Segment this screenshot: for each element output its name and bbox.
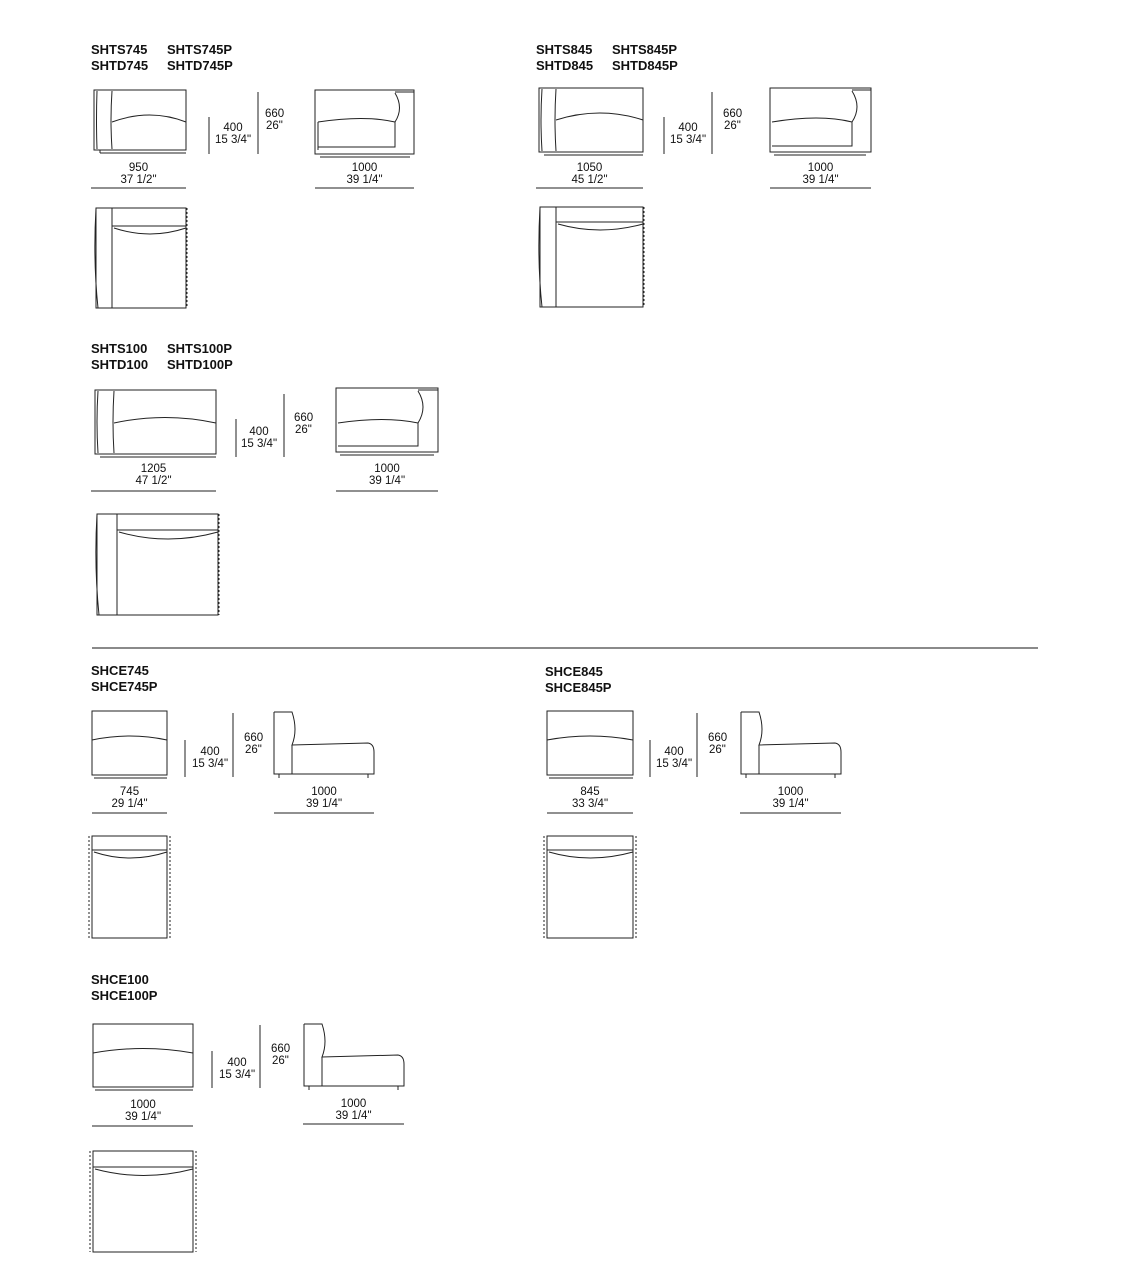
product-code: SHCE100 <box>91 972 149 987</box>
height-mm: 660 <box>294 412 314 424</box>
product-code: SHTS745 <box>91 42 148 57</box>
product-code: SHTS845 <box>536 42 593 57</box>
depth-mm: 1000 <box>340 1098 367 1110</box>
height-in: 26" <box>272 1055 289 1067</box>
depth-mm: 1000 <box>777 786 804 798</box>
seat-mm: 400 <box>249 426 269 438</box>
width-in: 39 1/4" <box>124 1111 162 1123</box>
side-view-drawing <box>273 711 375 778</box>
depth-in: 39 1/4" <box>305 798 343 810</box>
seat-mm: 400 <box>200 746 220 758</box>
seat-mm: 400 <box>678 122 698 134</box>
seat-mm: 400 <box>227 1057 247 1069</box>
height-in: 26" <box>266 120 283 132</box>
seat-mm: 400 <box>664 746 684 758</box>
depth-in: 39 1/4" <box>802 174 839 186</box>
seat-in: 15 3/4" <box>214 134 252 146</box>
front-view-drawing <box>546 710 634 779</box>
product-code: SHTS100P <box>167 341 233 356</box>
width-in: 37 1/2" <box>120 174 157 186</box>
depth-in: 39 1/4" <box>772 798 809 810</box>
side-view-drawing <box>303 1023 405 1090</box>
height-in: 26" <box>709 744 726 756</box>
plan-view-drawing <box>543 835 637 939</box>
height-in: 26" <box>724 120 741 132</box>
width-in: 29 1/4" <box>111 798 148 810</box>
height-mm: 660 <box>244 732 264 744</box>
front-view-drawing <box>93 89 187 154</box>
plan-view-drawing <box>95 513 220 616</box>
plan-view-drawing <box>94 207 188 309</box>
height-mm: 660 <box>265 108 285 120</box>
depth-in: 39 1/4" <box>335 1110 372 1122</box>
side-view-drawing <box>314 89 415 158</box>
width-mm: 950 <box>128 162 149 174</box>
width-in: 47 1/2" <box>135 475 172 487</box>
depth-mm: 1000 <box>807 162 834 174</box>
height-mm: 660 <box>723 108 743 120</box>
width-in: 45 1/2" <box>571 174 608 186</box>
front-view-drawing <box>94 389 217 458</box>
width-mm: 745 <box>119 786 140 798</box>
height-mm: 660 <box>708 732 728 744</box>
side-view-drawing <box>769 87 872 156</box>
product-code: SHTS745P <box>167 42 233 57</box>
width-mm: 1205 <box>140 463 167 475</box>
product-code: SHTD100P <box>167 357 233 372</box>
front-view-drawing <box>91 710 168 779</box>
plan-view-drawing <box>89 1150 197 1253</box>
product-code: SHTS845P <box>612 42 678 57</box>
width-mm: 1000 <box>130 1099 156 1111</box>
depth-mm: 1000 <box>311 786 337 798</box>
height-in: 26" <box>295 424 312 436</box>
seat-mm: 400 <box>223 122 243 134</box>
product-code: SHCE100P <box>91 988 158 1003</box>
height-mm: 660 <box>271 1043 291 1055</box>
side-view-drawing <box>740 711 842 778</box>
front-view-drawing <box>92 1023 194 1091</box>
front-view-drawing <box>538 87 644 156</box>
plan-view-drawing <box>538 206 645 308</box>
product-code: SHTD845P <box>612 58 678 73</box>
depth-mm: 1000 <box>351 162 378 174</box>
product-code: SHCE845P <box>545 680 612 695</box>
product-code: SHTD845 <box>536 58 594 73</box>
seat-in: 15 3/4" <box>669 134 707 146</box>
seat-in: 15 3/4" <box>191 758 229 770</box>
seat-in: 15 3/4" <box>240 438 278 450</box>
width-mm: 1050 <box>576 162 603 174</box>
depth-in: 39 1/4" <box>346 174 383 186</box>
depth-in: 39 1/4" <box>368 475 406 487</box>
height-in: 26" <box>245 744 262 756</box>
plan-view-drawing <box>88 835 171 939</box>
product-code: SHTD100 <box>91 357 149 372</box>
seat-in: 15 3/4" <box>218 1069 256 1081</box>
width-mm: 845 <box>580 786 600 798</box>
side-view-drawing <box>335 387 439 456</box>
seat-in: 15 3/4" <box>655 758 693 770</box>
product-code: SHTS100 <box>91 341 148 356</box>
product-code: SHCE745P <box>91 679 158 694</box>
product-code: SHCE845 <box>545 664 603 679</box>
depth-mm: 1000 <box>374 463 400 475</box>
width-in: 33 3/4" <box>571 798 609 810</box>
product-code: SHCE745 <box>91 663 149 678</box>
product-code: SHTD745 <box>91 58 149 73</box>
product-code: SHTD745P <box>167 58 233 73</box>
